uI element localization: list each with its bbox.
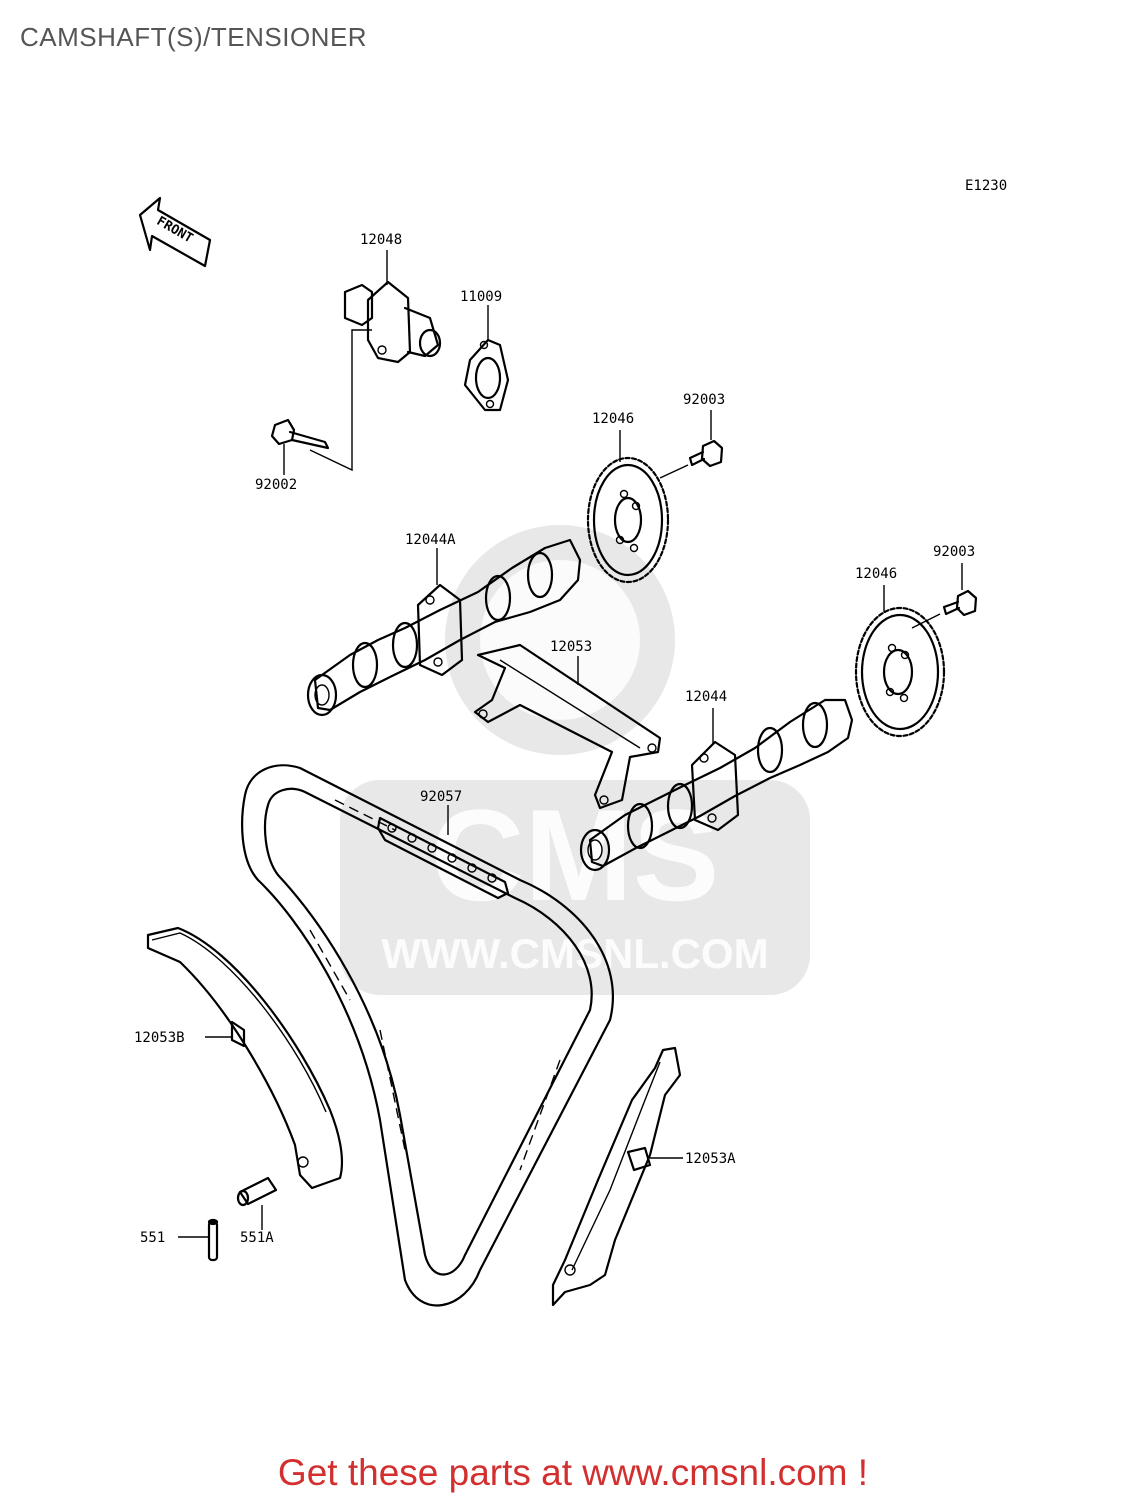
callout-12053A: 12053A	[685, 1151, 736, 1167]
callout-551: 551	[140, 1230, 165, 1246]
pin-551-part	[207, 1218, 219, 1262]
callout-12046-lower: 12046	[855, 566, 897, 582]
callout-12048: 12048	[360, 232, 402, 248]
callout-92002: 92002	[255, 477, 297, 493]
dowel-pin-551A-part	[236, 1176, 278, 1207]
callout-92003-lower: 92003	[933, 544, 975, 560]
camshaft-intake-part	[306, 538, 582, 717]
callout-11009: 11009	[460, 289, 502, 305]
chain-guide-front-part	[551, 1046, 682, 1307]
callout-92003-upper: 92003	[683, 392, 725, 408]
callout-12044: 12044	[685, 689, 727, 705]
camshaft-sprocket-lower-part	[854, 606, 946, 738]
callout-12044A: 12044A	[405, 532, 456, 548]
watermark: CMS WWW.CMSNL.COM	[340, 525, 810, 995]
cam-chain-part	[241, 764, 615, 1307]
camshaft-exhaust-part	[579, 698, 854, 872]
front-arrow-icon: FRONT	[138, 196, 212, 268]
tensioner-gasket-part	[463, 338, 510, 412]
sprocket-bolt-lower-part	[942, 589, 978, 617]
camshaft-sprocket-upper-part	[586, 456, 670, 584]
sprocket-bolt-upper-part	[688, 439, 724, 468]
tensioner-bolt-part	[270, 418, 330, 450]
callout-551A: 551A	[240, 1230, 274, 1246]
buy-parts-link[interactable]: Get these parts at www.cmsnl.com !	[277, 1452, 869, 1493]
watermark-brand: CMS	[431, 782, 720, 928]
diagram-code: E1230	[965, 178, 1007, 194]
page-title: CAMSHAFT(S)/TENSIONER	[20, 22, 368, 52]
callout-92057: 92057	[420, 789, 462, 805]
chain-guide-rear-part	[146, 926, 344, 1190]
callout-12053B: 12053B	[134, 1030, 185, 1046]
watermark-url: WWW.CMSNL.COM	[381, 930, 768, 977]
cam-chain-tensioner-part	[343, 280, 442, 364]
chain-guide-top-part	[473, 643, 662, 810]
callout-12053: 12053	[550, 639, 592, 655]
callout-12046-upper: 12046	[592, 411, 634, 427]
